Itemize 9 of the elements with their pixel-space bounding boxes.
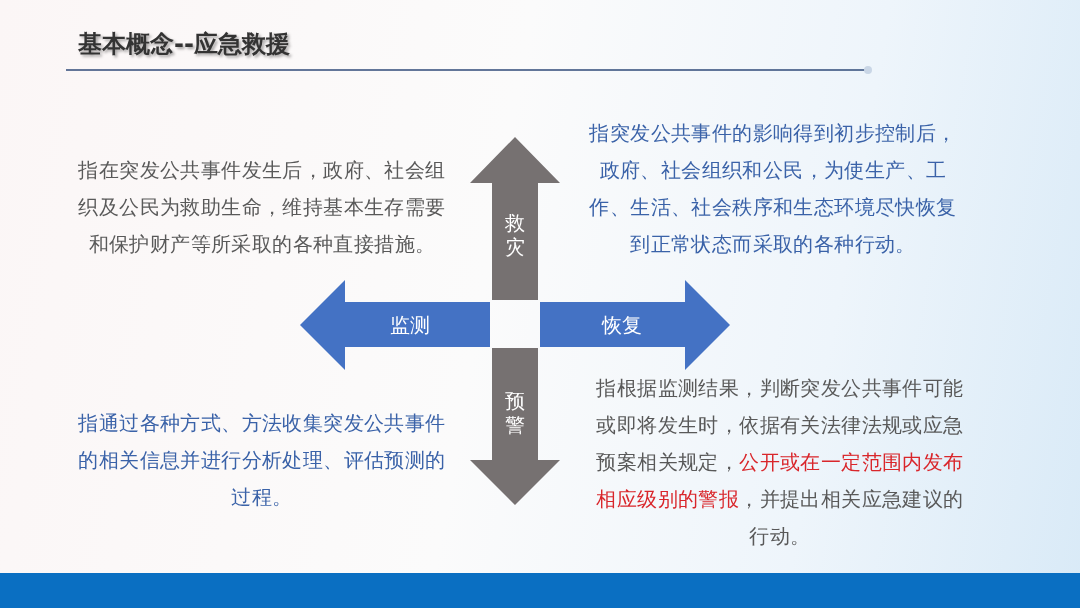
arrow-label: 救灾 (505, 211, 525, 259)
description-text: 指在突发公共事件发生后，政府、社会组织及公民为救助生命，维持基本生存需要和保护财产等所采取的各种直接措施。 (77, 157, 447, 258)
description-text: 指突发公共事件的影响得到初步控制后，政府、社会组织和公民，为使生产、工作、生活、社会秩序和生态环境尽快恢复到正常状态而采取的各种行动。 (588, 120, 958, 258)
arrow-label: 预警 (505, 389, 525, 437)
description-text: 指根据监测结果，判断突发公共事件可能或即将发生时，依据有关法律法规或应急预案相关规定，公开或在一定范围内发布相应级别的警报，并提出相关应急建议的行动。 (595, 375, 965, 550)
arrow-label: 监测 (390, 314, 430, 336)
slide-title: 基本概念--应急救援 (78, 29, 290, 60)
description-text: 指通过各种方式、方法收集突发公共事件的相关信息并进行分析处理、评估预测的过程。 (77, 410, 447, 511)
arrow-label: 恢复 (602, 314, 642, 336)
